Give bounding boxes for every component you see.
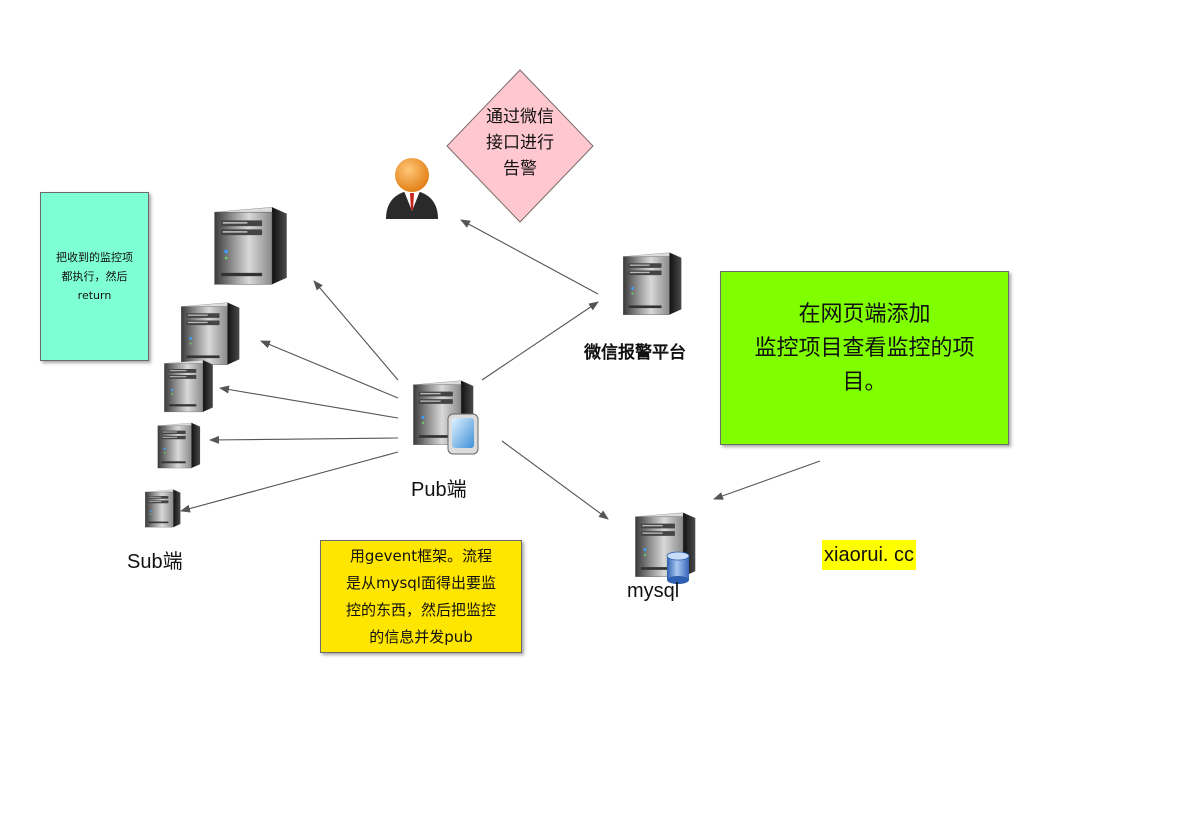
mysql-label: mysql — [627, 580, 680, 602]
arrow-wechat-to-person — [460, 219, 599, 295]
sub-note-box: 把收到的监控项 都执行，然后 return — [40, 192, 149, 361]
arrow-pub-to-sub-1 — [313, 280, 399, 381]
pub-server-monitor-icon — [413, 380, 479, 455]
sub-server-icon-4 — [157, 422, 201, 469]
mysql-database-server-icon — [635, 512, 696, 584]
sub-note-text: 把收到的监控项 都执行，然后 return — [56, 251, 133, 302]
arrow-pub-to-wechat — [481, 301, 599, 381]
pub-note-text: 用gevent框架。流程 是从mysql面得出要监 控的东西，然后把监控 的信息… — [345, 546, 496, 646]
sub-server-icon-3 — [164, 359, 214, 413]
person-avatar-icon — [386, 158, 438, 219]
web-note-box: 在网页端添加 监控项目查看监控的项 目。 — [720, 271, 1009, 445]
alert-diamond-text: 通过微信 接口进行 告警 — [486, 107, 554, 179]
pub-note-box: 用gevent框架。流程 是从mysql面得出要监 控的东西，然后把监控 的信息… — [320, 540, 522, 653]
watermark-label: xiaorui. cc — [822, 540, 917, 570]
arrow-pub-to-sub-2 — [260, 340, 399, 399]
sub-label: Sub端 — [127, 551, 183, 573]
arrow-pub-to-mysql — [501, 440, 609, 520]
arrow-pub-to-sub-3 — [219, 385, 399, 419]
sub-server-icon-2 — [180, 302, 240, 366]
pub-label: Pub端 — [411, 479, 467, 501]
arrow-web-to-mysql — [713, 460, 821, 500]
web-note-text: 在网页端添加 监控项目查看监控的项 目。 — [754, 302, 975, 395]
alert-diamond-shape — [446, 69, 594, 223]
wechat-platform-label: 微信报警平台 — [584, 343, 686, 363]
wechat-platform-server-icon — [622, 252, 682, 316]
arrow-pub-to-sub-5 — [180, 451, 399, 513]
sub-server-icon-5 — [144, 489, 181, 528]
arrow-pub-to-sub-4 — [209, 435, 399, 444]
arrow-group — [180, 219, 821, 520]
sub-server-icon-1 — [214, 206, 288, 285]
